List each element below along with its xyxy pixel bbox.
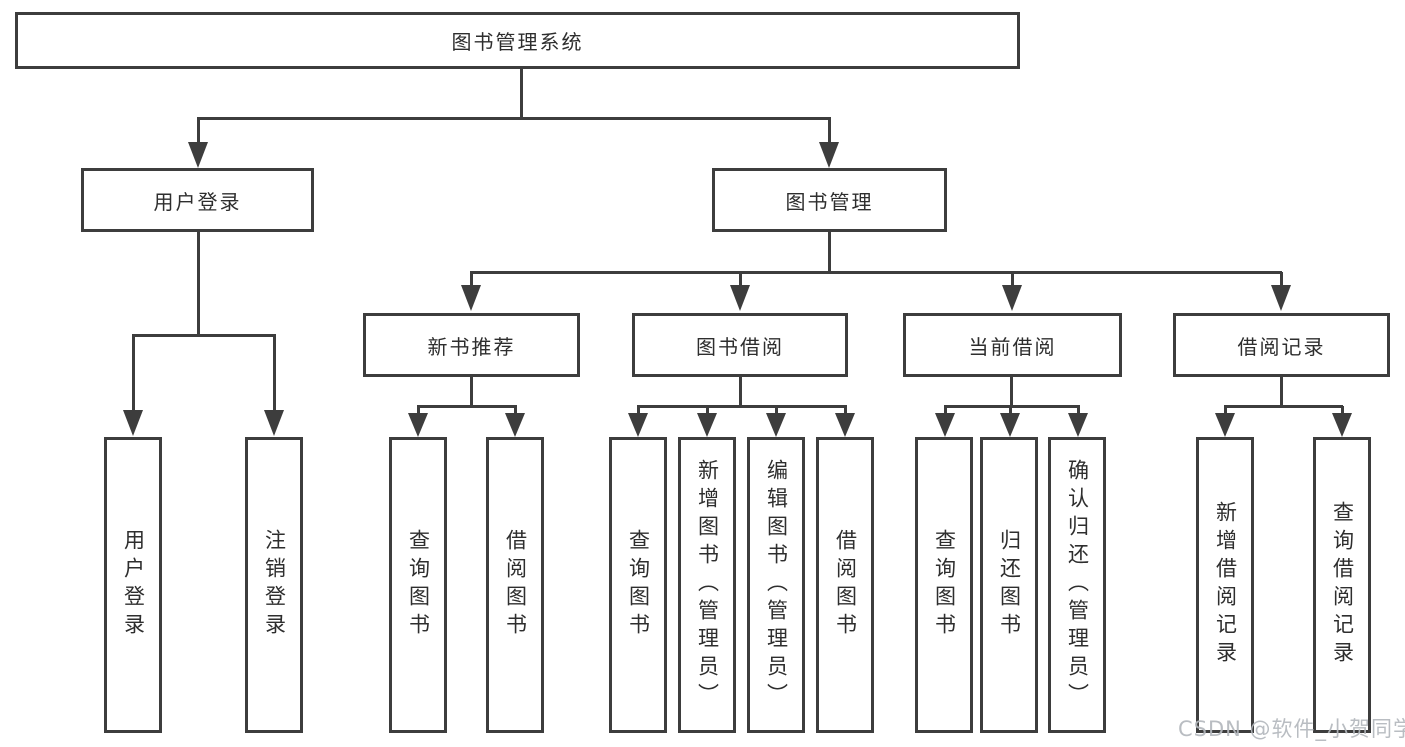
node-book-management-label: 图书管理 <box>785 189 874 214</box>
leaf-logout-label: 注销登录 <box>262 529 287 641</box>
arrowhead-leaf-logout <box>264 410 284 436</box>
leaf-add-borrow-record: 新增借阅记录 <box>1196 437 1254 733</box>
edge-leaf7-stub <box>775 406 778 415</box>
arrowhead-leaf9 <box>935 413 955 437</box>
edge-borrow-record-trunk <box>1280 377 1283 408</box>
node-user-login: 用户登录 <box>81 168 314 232</box>
edge-book-borrow-connector <box>637 405 847 408</box>
edge-new-book-trunk <box>470 377 473 408</box>
arrowhead-current-borrow <box>1002 285 1022 311</box>
edge-leaf5-stub <box>637 406 640 415</box>
leaf-confirm-return-admin: 确认归还（管理员） <box>1048 437 1106 733</box>
leaf-user-login: 用户登录 <box>104 437 162 733</box>
leaf-borrow-books-recommend-label: 借阅图书 <box>503 529 528 641</box>
node-book-borrow: 图书借阅 <box>632 313 848 377</box>
arrowhead-leaf-login <box>123 410 143 436</box>
leaf-return-books-label: 归还图书 <box>997 529 1022 641</box>
node-book-management: 图书管理 <box>712 168 947 232</box>
edge-current-borrow-trunk <box>1010 377 1013 408</box>
arrowhead-book-borrow <box>730 285 750 311</box>
node-new-book-recommend: 新书推荐 <box>363 313 580 377</box>
edge-root-trunk <box>520 69 523 118</box>
leaf-borrow-books-recommend: 借阅图书 <box>486 437 544 733</box>
arrowhead-leaf13 <box>1332 413 1352 437</box>
leaf-edit-books-admin: 编辑图书（管理员） <box>747 437 805 733</box>
arrowhead-leaf6 <box>697 413 717 437</box>
watermark: CSDN @软件_小贺同学 <box>1178 717 1405 741</box>
edge-current-borrow-connector <box>944 405 1080 408</box>
edge-leaf-logout-stub <box>273 335 276 411</box>
leaf-return-books: 归还图书 <box>980 437 1038 733</box>
edge-new-book-stub <box>470 272 473 287</box>
arrowhead-user-login <box>188 142 208 168</box>
edge-book-management-stub <box>828 118 831 144</box>
edge-leaf3-stub <box>417 406 420 415</box>
leaf-query-borrow-record-label: 查询借阅记录 <box>1330 501 1355 669</box>
leaf-borrow-books: 借阅图书 <box>816 437 874 733</box>
node-user-login-label: 用户登录 <box>153 189 242 214</box>
leaf-query-books-current-label: 查询图书 <box>932 529 957 641</box>
arrowhead-leaf8 <box>835 413 855 437</box>
leaf-query-books-recommend: 查询图书 <box>389 437 447 733</box>
arrowhead-book-management <box>819 142 839 168</box>
node-borrow-record-label: 借阅记录 <box>1237 334 1326 359</box>
edge-leaf4-stub <box>514 406 517 415</box>
edge-book-borrow-stub <box>739 272 742 287</box>
node-root: 图书管理系统 <box>15 12 1020 69</box>
edge-user-login-stub <box>197 118 200 144</box>
leaf-query-books-borrow-label: 查询图书 <box>626 529 651 641</box>
leaf-add-books-admin-label: 新增图书（管理员） <box>695 459 720 711</box>
leaf-query-books-current: 查询图书 <box>915 437 973 733</box>
leaf-query-books-recommend-label: 查询图书 <box>406 529 431 641</box>
edge-user-login-trunk <box>197 232 200 335</box>
edge-leaf10-stub <box>1009 406 1012 415</box>
edge-leaf-login-stub <box>132 335 135 411</box>
edge-new-book-connector <box>417 405 517 408</box>
arrowhead-leaf10 <box>1000 413 1020 437</box>
edge-leaf8-stub <box>844 406 847 415</box>
node-borrow-record: 借阅记录 <box>1173 313 1390 377</box>
leaf-borrow-books-label: 借阅图书 <box>833 529 858 641</box>
leaf-edit-books-admin-label: 编辑图书（管理员） <box>764 459 789 711</box>
node-current-borrow: 当前借阅 <box>903 313 1122 377</box>
arrowhead-new-book <box>461 285 481 311</box>
arrowhead-leaf3 <box>408 413 428 437</box>
edge-leaf9-stub <box>944 406 947 415</box>
node-root-label: 图书管理系统 <box>451 30 584 54</box>
leaf-logout: 注销登录 <box>245 437 303 733</box>
node-new-book-recommend-label: 新书推荐 <box>427 334 516 359</box>
edge-user-login-connector <box>132 334 276 337</box>
edge-leaf12-stub <box>1224 406 1227 415</box>
edge-level3-connector <box>470 271 1282 274</box>
edge-borrow-record-stub <box>1280 272 1283 287</box>
leaf-confirm-return-admin-label: 确认归还（管理员） <box>1065 459 1090 711</box>
leaf-add-books-admin: 新增图书（管理员） <box>678 437 736 733</box>
edge-level2-connector <box>197 117 831 120</box>
edge-leaf13-stub <box>1341 406 1344 415</box>
arrowhead-leaf12 <box>1215 413 1235 437</box>
leaf-add-borrow-record-label: 新增借阅记录 <box>1213 501 1238 669</box>
arrowhead-borrow-record <box>1271 285 1291 311</box>
leaf-query-borrow-record: 查询借阅记录 <box>1313 437 1371 733</box>
edge-borrow-record-connector <box>1224 405 1343 408</box>
arrowhead-leaf5 <box>628 413 648 437</box>
edge-book-borrow-trunk <box>739 377 742 408</box>
leaf-user-login-label: 用户登录 <box>121 529 146 641</box>
arrowhead-leaf11 <box>1068 413 1088 437</box>
node-book-borrow-label: 图书借阅 <box>696 334 784 359</box>
arrowhead-leaf4 <box>505 413 525 437</box>
edge-leaf6-stub <box>706 406 709 415</box>
edge-current-borrow-stub <box>1011 272 1014 287</box>
node-current-borrow-label: 当前借阅 <box>968 334 1057 359</box>
edge-leaf11-stub <box>1077 406 1080 415</box>
arrowhead-leaf7 <box>766 413 786 437</box>
leaf-query-books-borrow: 查询图书 <box>609 437 667 733</box>
edge-book-management-trunk <box>828 232 831 272</box>
